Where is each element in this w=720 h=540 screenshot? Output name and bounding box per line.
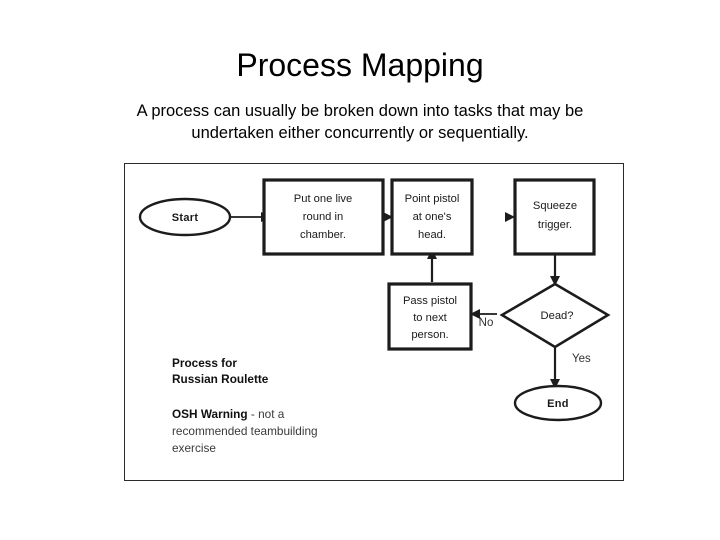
node-pass-pistol-to-next-person[interactable]: Pass pistol to next person. [387, 282, 473, 351]
connector-decision-yes-to-end [550, 348, 560, 389]
connector-step2-to-step3 [505, 212, 515, 222]
branch-label-no: No [479, 317, 494, 329]
node-end-label: End [547, 398, 569, 410]
caption-block: Process for Russian Roulette OSH Warning… [172, 356, 318, 455]
node-decision-label: Dead? [541, 310, 574, 322]
caption-line2: Russian Roulette [172, 372, 269, 386]
node-point-pistol-at-head[interactable]: Point pistol at one's head. [390, 178, 474, 256]
node-step4-line1: Pass pistol [403, 295, 457, 307]
node-step2-line1: Point pistol [405, 193, 460, 205]
node-step3-line2: trigger. [538, 219, 572, 231]
node-squeeze-trigger[interactable]: Squeeze trigger. [513, 178, 596, 256]
node-step1-line1: Put one live [294, 193, 352, 205]
node-step3-line1: Squeeze [533, 200, 577, 212]
node-start-label: Start [172, 212, 199, 224]
caption-warning-line3: exercise [172, 441, 216, 455]
caption-warning-line2: recommended teambuilding [172, 424, 318, 438]
caption-warning-rest: - not a [248, 407, 285, 421]
caption-warning-line1: OSH Warning - not a [172, 407, 285, 421]
connector-step3-to-decision [550, 251, 560, 286]
connector-step1-to-step2 [383, 212, 393, 222]
node-step1-line3: chamber. [300, 229, 346, 241]
branch-label-yes: Yes [572, 353, 591, 365]
caption-line1: Process for [172, 356, 237, 370]
node-put-round-in-chamber[interactable]: Put one live round in chamber. [262, 178, 385, 256]
node-step4-line2: to next [413, 312, 447, 324]
connector-decision-no-to-step4 [470, 309, 497, 319]
node-end[interactable]: End [513, 384, 603, 422]
slide-subtitle: A process can usually be broken down int… [136, 102, 584, 142]
node-decision-dead[interactable]: Dead? [499, 282, 611, 349]
flowchart-image-frame: Start Put one live round in chamber. Poi… [124, 163, 624, 481]
node-step2-line2: at one's [413, 211, 452, 223]
flowchart-diagram: Start Put one live round in chamber. Poi… [138, 178, 611, 455]
node-step2-line3: head. [418, 229, 446, 241]
node-step4-line3: person. [411, 329, 448, 341]
caption-warning-label: OSH Warning [172, 407, 248, 421]
node-step1-line2: round in [303, 211, 343, 223]
node-start[interactable]: Start [138, 197, 232, 237]
page-title: Process Mapping [236, 47, 484, 83]
